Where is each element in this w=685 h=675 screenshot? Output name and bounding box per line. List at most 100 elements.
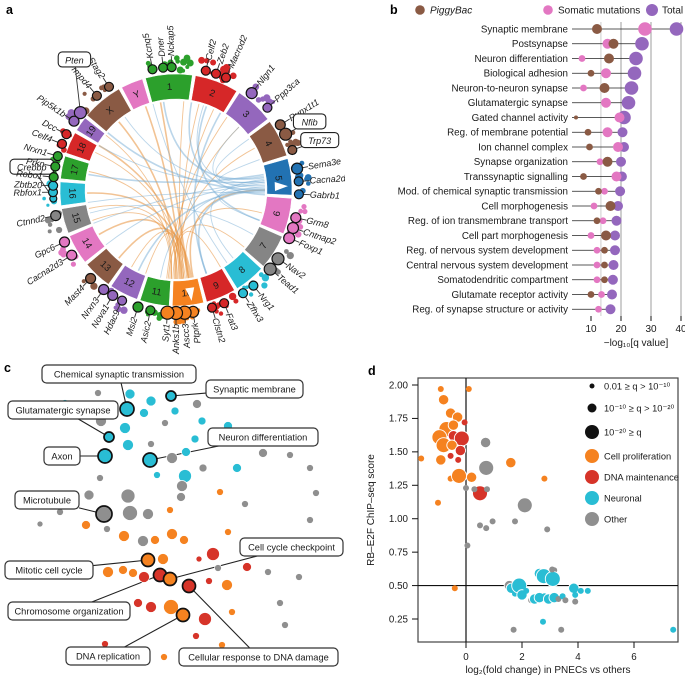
enrichment-dot-purple bbox=[615, 186, 626, 197]
go-point-gray bbox=[258, 448, 268, 458]
go-point-red bbox=[198, 612, 212, 626]
size-legend-label: 10⁻²⁰ ≥ q bbox=[604, 427, 642, 437]
annotation-box bbox=[205, 379, 304, 399]
data-point-dotGray bbox=[544, 526, 551, 533]
mutation-dot bbox=[44, 216, 52, 224]
enrichment-dot-purple bbox=[613, 201, 623, 211]
gene-label-Robo1: Robo1 bbox=[16, 168, 43, 181]
mutation-dot bbox=[298, 208, 304, 214]
chord-line bbox=[167, 224, 245, 279]
chord-line bbox=[178, 126, 240, 279]
chromosome-segment-19 bbox=[76, 117, 106, 144]
mutation-dot bbox=[91, 283, 98, 290]
go-point-gray bbox=[192, 399, 202, 409]
go-point-gray bbox=[161, 419, 169, 427]
chromosome-segment-1 bbox=[145, 73, 193, 103]
mutation-dot bbox=[233, 298, 239, 304]
enrichment-dot-brown bbox=[601, 246, 608, 254]
gene-dot-Nova1 bbox=[107, 289, 119, 301]
gene-dot-Syt1 bbox=[160, 305, 175, 320]
chord-line bbox=[105, 183, 265, 246]
go-term-label: Transsynaptic signalling bbox=[464, 172, 568, 183]
go-point-gray bbox=[214, 564, 222, 572]
annotation-text: Neuron differentiation bbox=[219, 432, 308, 442]
gene-dot-Sema3e bbox=[291, 162, 304, 175]
go-term-label: Neuron-to-neuron synapse bbox=[451, 83, 568, 94]
enrichment-dot-pink bbox=[596, 158, 604, 166]
mutation-dot bbox=[245, 285, 249, 290]
data-point-dotCyan bbox=[568, 582, 580, 594]
mutation-dot bbox=[174, 55, 180, 61]
gene-label-Crebbp: Crebbp bbox=[17, 163, 47, 173]
data-point-dotGray bbox=[478, 459, 495, 476]
annotation-box bbox=[41, 364, 197, 384]
data-point-dotGray bbox=[483, 525, 490, 532]
data-point-dotOrange bbox=[541, 475, 548, 482]
go-term-label: Central nervous system development bbox=[406, 260, 568, 271]
chord-line bbox=[215, 138, 264, 180]
annotation-box bbox=[7, 601, 131, 621]
gene-dot-Nfib bbox=[279, 127, 293, 141]
gene-dot-Stag2 bbox=[103, 81, 115, 92]
enrichment-dot-pink bbox=[601, 97, 611, 108]
chromosome-number-10: 10 bbox=[181, 288, 193, 300]
enrichment-dot-pink bbox=[580, 84, 587, 92]
go-point-orange bbox=[118, 565, 128, 575]
gene-label-Ppp3ca: Ppp3ca bbox=[272, 76, 301, 104]
enrichment-dot-pink bbox=[614, 112, 625, 123]
chord-line bbox=[93, 181, 265, 224]
enrichment-dot-pink bbox=[599, 217, 607, 225]
gene-dot-Nlgn1 bbox=[245, 86, 258, 100]
gene-dot-Cacna2d1 bbox=[293, 176, 304, 187]
data-point-dotOrange bbox=[451, 467, 467, 484]
go-point-gray bbox=[264, 568, 272, 576]
chromosome-segment-12 bbox=[110, 265, 146, 300]
data-point-dotCyan bbox=[523, 587, 530, 594]
go-point-cyan bbox=[197, 416, 207, 426]
go-point-red bbox=[206, 547, 220, 561]
data-point-dotGray bbox=[572, 598, 579, 605]
go-term-label: Reg. of synapse structure or activity bbox=[412, 305, 568, 316]
annotation-line bbox=[91, 574, 161, 603]
go-point-gray bbox=[176, 492, 186, 502]
enrichment-dot-purple bbox=[607, 274, 618, 285]
mutation-dot bbox=[210, 59, 217, 66]
color-legend-label: DNA maintenance bbox=[604, 472, 679, 482]
chromosome-number-14: 14 bbox=[79, 236, 94, 251]
go-term-label: Cell part morphogenesis bbox=[462, 231, 568, 242]
chromosome-segment-4 bbox=[249, 121, 288, 164]
go-point-red bbox=[242, 562, 252, 572]
go-point-orange bbox=[118, 530, 130, 542]
enrichment-dot-brown bbox=[601, 261, 608, 269]
enrichment-dot-brown bbox=[601, 276, 608, 284]
gene-label-Gabrb1: Gabrb1 bbox=[310, 190, 340, 201]
data-point-dotGray bbox=[479, 436, 492, 449]
go-point-cyan bbox=[181, 447, 191, 457]
go-point-orange bbox=[157, 553, 169, 565]
data-point-dotOrange bbox=[451, 585, 458, 592]
mutation-dot bbox=[221, 67, 230, 75]
chord-line bbox=[179, 101, 185, 279]
mutation-dot bbox=[286, 252, 294, 260]
annotation-box bbox=[207, 427, 319, 447]
chord-line bbox=[92, 212, 171, 279]
gene-dot-Nrg1 bbox=[248, 280, 259, 291]
chromosome-segment-9 bbox=[199, 268, 235, 303]
enrichment-dot-pink bbox=[638, 22, 652, 36]
mutation-dot bbox=[113, 305, 118, 310]
gene-dot-Zbtb20 bbox=[47, 180, 59, 191]
chord-line bbox=[197, 106, 260, 222]
gene-dot-Robo1 bbox=[48, 172, 59, 183]
data-point-dotOrange bbox=[505, 456, 517, 469]
gene-dot-Nckap5 bbox=[166, 61, 177, 73]
gene-label-Nlgn1: Nlgn1 bbox=[255, 63, 277, 88]
enrichment-dot-purple bbox=[627, 66, 642, 81]
legend-dot-purple bbox=[646, 4, 658, 16]
go-term-label: Ion channel complex bbox=[478, 142, 568, 153]
gene-dot-Runx1t1 bbox=[274, 119, 286, 131]
chromosome-number-2: 2 bbox=[208, 88, 217, 100]
go-point-cyan bbox=[145, 395, 157, 407]
chromosome-segment-11 bbox=[139, 276, 171, 307]
mutation-dot bbox=[42, 196, 46, 201]
